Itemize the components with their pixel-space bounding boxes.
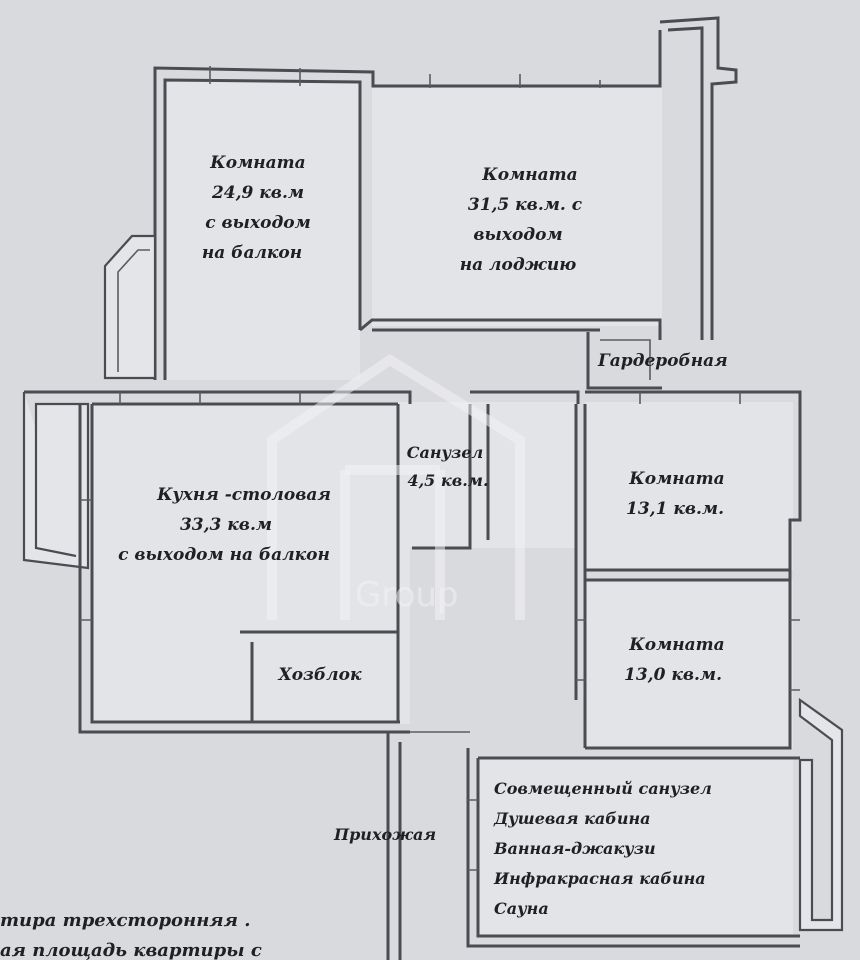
- room2-label-1: Комната: [481, 165, 577, 185]
- bath-big-label-4: Инфракрасная кабина: [493, 869, 706, 888]
- kitchen-label-3: с выходом на балкон: [118, 545, 330, 565]
- room4-label-1: Комната: [628, 635, 724, 655]
- caption-line-2: ая площадь квартиры с: [0, 940, 262, 960]
- room1-label-2: 24,9 кв.м: [211, 183, 304, 203]
- bath-big-label-2: Душевая кабина: [493, 809, 651, 828]
- hall-label: Прихожая: [333, 825, 436, 844]
- room4-label-2: 13,0 кв.м.: [624, 665, 722, 685]
- caption: тира трехсторонняя . ая площадь квартиры…: [0, 910, 262, 960]
- room1-label-1: Комната: [209, 153, 305, 173]
- labels: Комната 24,9 кв.м с выходом на балкон Ко…: [118, 153, 728, 918]
- outer-walls: [22, 16, 844, 960]
- caption-line-1: тира трехсторонняя .: [0, 910, 251, 931]
- bath-small-label-2: 4,5 кв.м.: [407, 471, 488, 490]
- room3-label-2: 13,1 кв.м.: [626, 499, 724, 519]
- watermark-text: Group: [355, 575, 459, 615]
- bath-big-label-5: Сауна: [494, 899, 549, 918]
- window-marks: [80, 66, 800, 871]
- storage-label: Хозблок: [278, 665, 362, 685]
- room2-label-2: 31,5 кв.м. с: [468, 195, 583, 215]
- room3-label-1: Комната: [628, 469, 724, 489]
- room2-label-4: на лоджию: [460, 255, 577, 275]
- kitchen-label-2: 33,3 кв.м: [180, 515, 272, 535]
- wardrobe-label: Гардеробная: [597, 351, 728, 371]
- kitchen-label-1: Кухня -столовая: [156, 485, 331, 505]
- room2-label-3: выходом: [473, 225, 562, 245]
- room1-label-4: на балкон: [202, 243, 302, 263]
- watermark: Group: [267, 354, 525, 620]
- room1-label-3: с выходом: [205, 213, 311, 233]
- bath-small-label-1: Санузел: [407, 443, 483, 462]
- bath-big-label-3: Ванная-джакузи: [493, 839, 656, 858]
- bath-big-label-1: Совмещенный санузел: [494, 779, 712, 798]
